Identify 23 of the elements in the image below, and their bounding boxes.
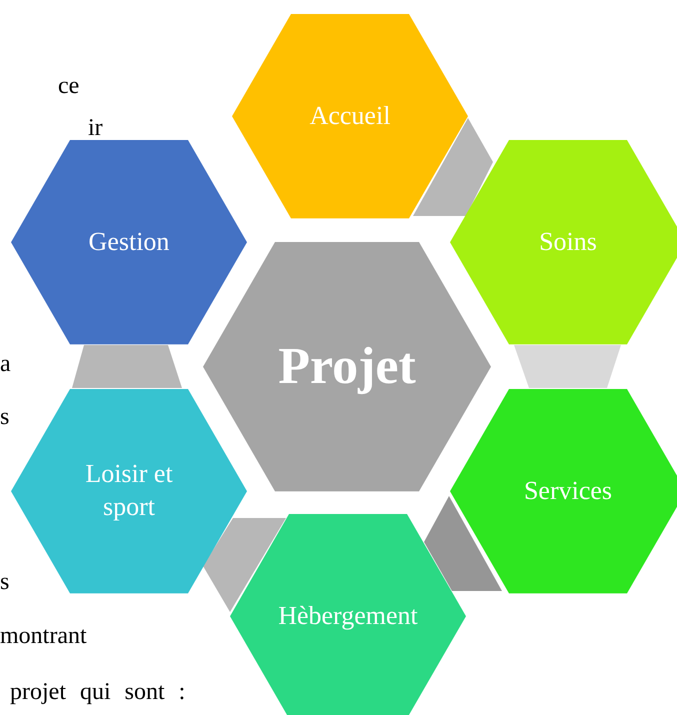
hexagon-label: Soins (539, 226, 597, 258)
hexagon (232, 14, 468, 218)
hexagon (230, 514, 466, 715)
hexagon (450, 388, 677, 594)
text-fragment: ir (88, 116, 103, 140)
hexagon-label: Projet (278, 337, 416, 398)
text-fragment: s (0, 570, 10, 594)
hexagon (450, 140, 677, 344)
text-fragment: projet qui sont : (10, 680, 186, 704)
hexagon (11, 140, 247, 344)
trapezoid-shape (424, 496, 502, 591)
hexagon (11, 388, 247, 594)
hexagon-label: Gestion (88, 226, 170, 258)
text-fragment: ce (58, 74, 80, 98)
trapezoid-shape (413, 118, 493, 216)
text-fragment: a (0, 352, 11, 376)
hexagon-label: Accueil (310, 100, 390, 132)
text-fragment: montrant (0, 624, 87, 648)
hexagon-label: Hèbergement (277, 600, 419, 632)
text-fragment: s (0, 405, 10, 429)
hexagon-label: Loisir et sport (84, 458, 174, 523)
hexagon (203, 242, 491, 492)
hexagon-label: Services (524, 474, 612, 507)
